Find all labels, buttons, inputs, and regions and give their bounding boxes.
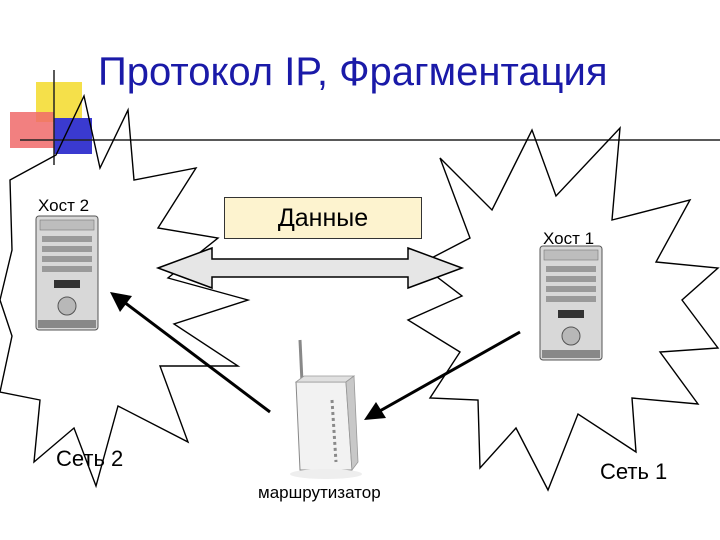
router-to-host2-arrow [110, 292, 271, 414]
network-1-label: Сеть 1 [600, 459, 668, 484]
page-title: Протокол IP, Фрагментация [98, 50, 608, 94]
router-to-host1-arrow [364, 330, 521, 420]
data-box: Данные [224, 197, 422, 239]
network-1-cloud [406, 126, 720, 492]
network-2-label: Сеть 2 [56, 446, 124, 471]
host-2-label: Хост 2 [38, 196, 90, 215]
router-label: маршрутизатор [258, 483, 381, 502]
title-decoration [10, 70, 720, 165]
double-arrow-icon [155, 246, 465, 290]
computer-tower-icon [35, 215, 99, 331]
network-2-cloud [0, 93, 251, 489]
computer-tower-icon [539, 245, 603, 361]
router-icon [290, 339, 362, 479]
host-1-label: Хост 1 [543, 229, 595, 248]
